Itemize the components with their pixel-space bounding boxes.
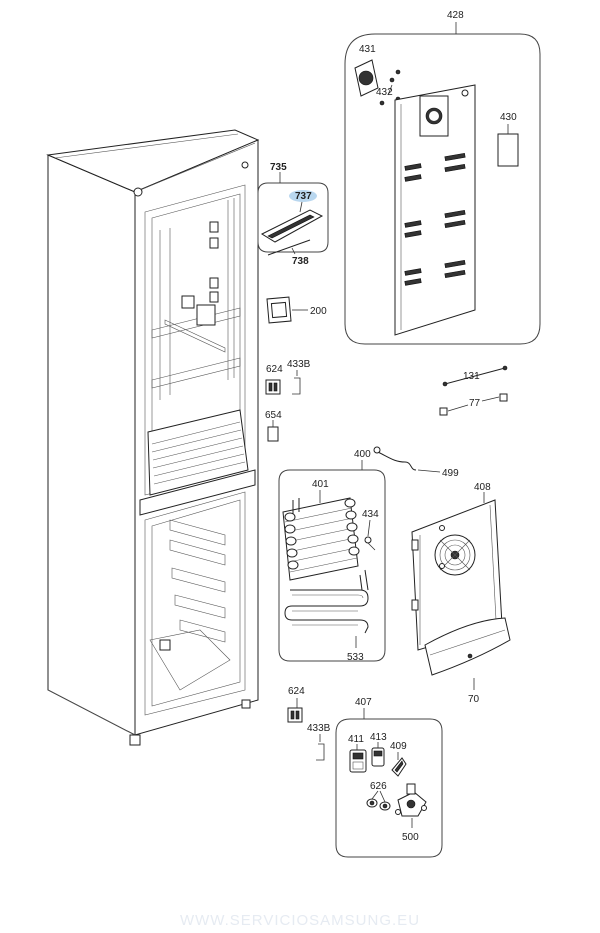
label-626: 626	[370, 781, 387, 792]
label-624-lower: 624	[288, 686, 305, 697]
label-400: 400	[354, 449, 371, 460]
defrost-heater-533	[284, 569, 369, 634]
label-624-upper: 624	[266, 364, 283, 375]
part-409-cover	[391, 757, 407, 777]
label-432: 432	[376, 87, 393, 98]
part-626-grommets	[366, 790, 391, 811]
part-413-overload	[371, 747, 385, 767]
group-408-fan-cover	[411, 492, 511, 690]
label-407: 407	[355, 697, 372, 708]
shelf-grid	[151, 421, 246, 485]
label-735: 735	[270, 162, 287, 173]
label-430: 430	[500, 112, 517, 123]
label-200: 200	[310, 306, 327, 317]
label-533: 533	[347, 652, 364, 663]
label-500: 500	[402, 832, 419, 843]
label-431: 431	[359, 44, 376, 55]
label-654: 654	[265, 410, 282, 421]
group-400-evaporator	[278, 460, 386, 662]
label-131: 131	[463, 371, 480, 382]
group-407-compressor-electrics	[335, 708, 443, 858]
label-428: 428	[447, 10, 464, 21]
watermark: WWW.SERVICIOSAMSUNG.EU	[180, 912, 420, 929]
label-409: 409	[390, 741, 407, 752]
label-413: 413	[370, 732, 387, 743]
label-411: 411	[348, 734, 364, 745]
evaporator-coil-401	[282, 497, 360, 581]
part-499-sensor	[373, 446, 441, 473]
group-428-rear-panel	[344, 22, 541, 345]
parts-624-433b-lower	[287, 698, 325, 761]
label-499: 499	[442, 468, 459, 479]
parts-131-77	[439, 365, 508, 416]
label-70: 70	[468, 694, 480, 705]
part-labels: 428 431 432 430 735 737 738 200 624 433B…	[265, 10, 517, 843]
label-408: 408	[474, 482, 491, 493]
label-737: 737	[295, 191, 312, 202]
highlight-737	[289, 190, 317, 202]
label-77: 77	[469, 398, 481, 409]
panel-vent-slots	[404, 152, 466, 286]
parts-624-433b-654-upper	[265, 370, 301, 442]
part-200-control-panel	[266, 296, 308, 324]
part-500-compressor-mount	[395, 783, 427, 817]
label-433b-upper: 433B	[287, 359, 311, 370]
fan-motor-431	[354, 59, 379, 97]
label-434: 434	[362, 509, 379, 520]
group-735-lamp-cover	[257, 172, 329, 256]
label-401: 401	[312, 479, 329, 490]
refrigerator-cabinet	[46, 129, 260, 746]
label-738: 738	[292, 256, 309, 267]
part-434-fuse	[364, 519, 376, 551]
part-411-relay	[349, 749, 367, 773]
label-433b-lower: 433B	[307, 723, 331, 734]
